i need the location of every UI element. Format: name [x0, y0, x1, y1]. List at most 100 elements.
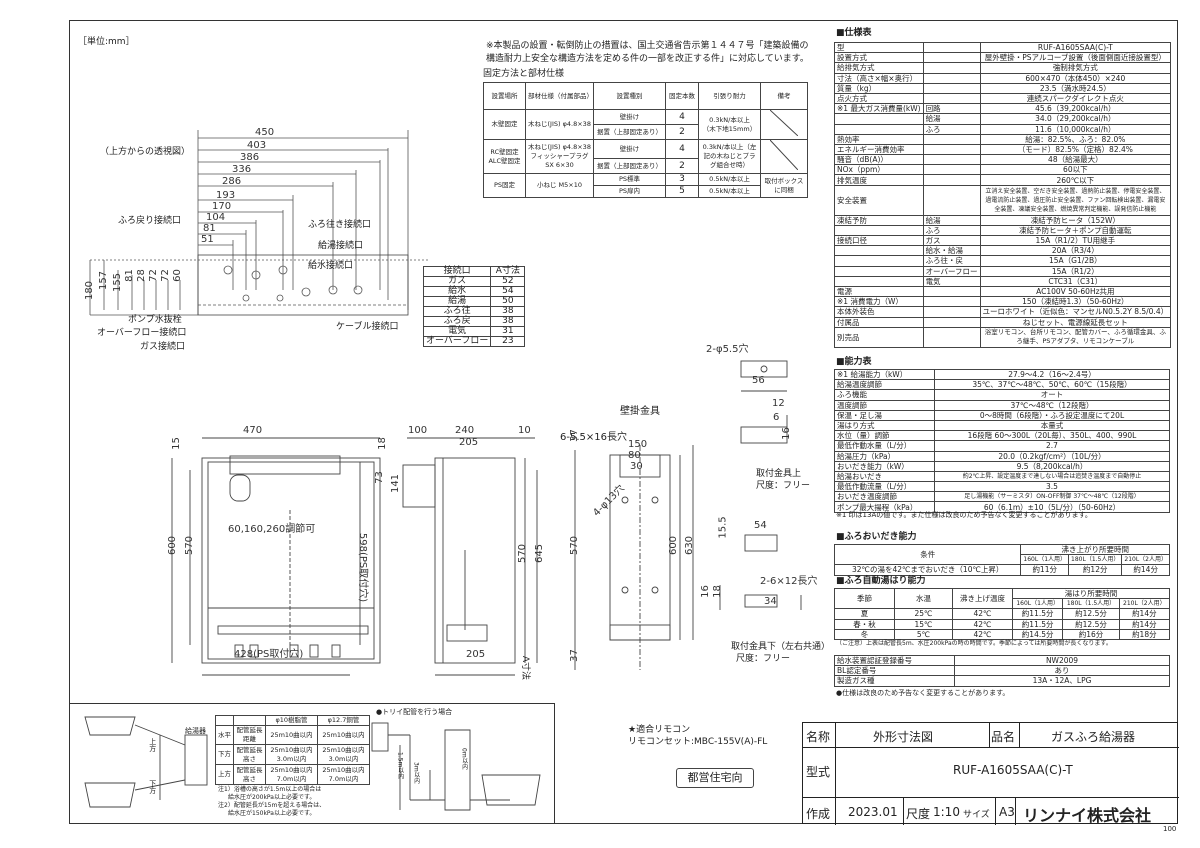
fix-h0: 設置場所 [483, 82, 526, 110]
dim-81b: 81 [123, 269, 135, 282]
spec-sublabel [922, 326, 981, 348]
spec-label: ※1 消費電力（W） [834, 296, 924, 308]
front-dim-428: 428(PS取付穴) [234, 649, 304, 660]
fixing-table: 設置場所 部材仕様（付属部品） 設置種別 固定本数 引張り耐力 備考 木壁固定 … [483, 82, 808, 198]
spec-row: 質量（kg）23.5（満水時24.5） [834, 82, 1172, 94]
spec-row: 点火方式連続スパークダイレクト点火 [834, 92, 1172, 105]
port-v5: 31 [490, 326, 526, 337]
spec-row: 設置方式屋外壁掛・PSアルコーブ設置（後面側面近接設置型） [834, 52, 1172, 64]
oidaki-title: ■ふろおいだき能力 [836, 532, 917, 542]
spec-sublabel: オーバーフロー [922, 265, 981, 277]
spec-value: 屋外壁掛・PSアルコーブ設置（後面側面近接設置型） [979, 52, 1172, 64]
dim-72: 72 [147, 269, 159, 282]
perf-note: ※1 印は13Aの値です。また仕様は改良のため予告なく変更することがあります。 [836, 511, 1092, 519]
port-r2: 給湯 [422, 296, 492, 307]
spec-value: 260℃以下 [979, 174, 1172, 186]
spec-row: ※1 消費電力（W）150（凍結時1.3）（50-60Hz） [834, 296, 1172, 308]
side-dim-100: 100 [408, 425, 428, 436]
spec-label [834, 245, 924, 257]
it-h1 [233, 715, 266, 726]
tb-row2 [803, 748, 1179, 798]
side-dim-73: 73 [373, 471, 385, 484]
spec-value: 15A（G1/2B） [979, 255, 1172, 267]
dim-386: 386 [240, 152, 260, 163]
callout-hot: 給湯接続口 [318, 241, 364, 251]
perf-value: 2.7 [934, 440, 1170, 452]
page-number: 100 [1163, 825, 1177, 833]
perf-label: 保温・足し湯 [834, 409, 935, 421]
fix-r0-2: 壁掛け [593, 109, 666, 125]
upper-scale: 尺度：フリー [756, 481, 811, 491]
oidaki-v2: 約14分 [1121, 564, 1170, 576]
oidaki-s1: 180L（1.5人用） [1068, 554, 1123, 566]
yuhari-r2-4: 約16分 [1062, 628, 1120, 640]
perf-value: 0〜8時間（6段階）・ふろ設定温度にて20L [934, 409, 1170, 421]
yuhari-r0-5: 約14分 [1118, 608, 1171, 620]
cert-v1: あり [954, 665, 1170, 677]
spec-label: 寸法（高さ×幅×奥行） [834, 72, 924, 84]
fix-h4: 引張り耐力 [698, 82, 761, 110]
oidaki-s2: 210L（2人用） [1121, 554, 1170, 566]
install-h15: 1.5m以内 [396, 752, 404, 780]
perf-value: 足し湯機能（サーミスタ）ON-OFF制御 37℃〜48℃（12段階） [934, 491, 1170, 503]
it-r0-2: 25m10曲以内 [265, 725, 318, 745]
spec-value: 凍結予防ヒータ（152W） [979, 214, 1172, 226]
dim-60: 60 [171, 269, 183, 282]
spec-sublabel: ふろ [922, 224, 981, 237]
yuhari-r2-3: 約14.5分 [1011, 628, 1064, 640]
yuhari-table: 季節 水温 沸き上げ温度 湯はり所要時間 160L（1人用） 180L（1.5人… [834, 587, 1171, 640]
perf-label: ※1 給湯能力（kW） [834, 368, 935, 381]
yuhari-r2-5: 約18分 [1118, 628, 1171, 640]
side-dim-10: 10 [518, 425, 531, 436]
spec-value: 連続スパークダイレクト点火 [979, 92, 1172, 105]
spec-label: 排気温度 [834, 174, 924, 186]
side-dim-205b: 205 [466, 649, 486, 660]
yuhari-r0-3: 約11.5分 [1011, 608, 1064, 620]
front-dim-18: 18 [376, 437, 388, 450]
install-note-3: 注2）配管延長が15mを超える場合は、 [218, 802, 326, 809]
spec-sublabel: 給水・給湯 [922, 245, 981, 257]
spec-value: CTC31（C31） [979, 275, 1172, 287]
front-dim-600: 600 [167, 535, 179, 556]
perf-row: ふろ機能オート [834, 389, 1170, 401]
yuhari-title: ■ふろ自動湯はり能力 [836, 576, 926, 586]
yuhari-r1-3: 約11.5分 [1011, 618, 1064, 630]
tb-vline2 [989, 723, 990, 748]
spec-value: 600×470（本体450）×240 [979, 72, 1172, 84]
bracket-title: 壁掛金具 [620, 406, 660, 417]
spec-value: 34.0（29,200kcal/h） [979, 113, 1172, 125]
perf-row: おいだき能力（kW）9.5（8,200kcal/h） [834, 460, 1170, 472]
spec-row: ふろ凍結予防ヒータ＋ポンプ自動運転 [834, 224, 1172, 237]
lower-34: 34 [764, 596, 777, 607]
tb-vline4 [903, 798, 904, 825]
bracket-570: 570 [569, 535, 581, 556]
yuhari-r2-1: 5℃ [894, 628, 953, 640]
tri-title: ●トリイ配管を行う場合 [376, 708, 453, 716]
fix-r3-2: 据置（上部固定あり） [593, 158, 666, 174]
spec-sublabel [922, 296, 981, 308]
perf-label: 湯はり方式 [834, 419, 935, 432]
fix-r2-1: 木ねじ(JIS) φ4.8×38 フィッシャープラグSX 6×30 [525, 139, 594, 174]
it-h2: φ10樹脂管 [265, 715, 318, 726]
spec-label [834, 224, 924, 237]
spec-label: ※1 最大ガス消費量(kW) [834, 103, 924, 115]
spec-sublabel: 回路 [922, 103, 981, 115]
install-upper: 上方 [148, 738, 157, 752]
spec-label: 凍結予防 [834, 214, 924, 226]
remote-set: リモコンセット:MBC-155V(A)-FL [628, 737, 768, 747]
side-dim-645: 645 [534, 543, 546, 564]
port-r4: ふろ戻 [422, 316, 492, 327]
spec-sublabel: ふろ [922, 123, 981, 135]
spec-sublabel [922, 164, 981, 176]
fix-r3-3: 2 [665, 158, 699, 174]
fix-r0-1: 木ねじ(JIS) φ4.8×38 [525, 109, 594, 140]
upper-56: 56 [752, 375, 765, 386]
spec-sublabel: ガス [922, 234, 981, 247]
perf-label: 温度調節 [834, 399, 935, 411]
it-r0-0: 水平 [215, 725, 234, 745]
